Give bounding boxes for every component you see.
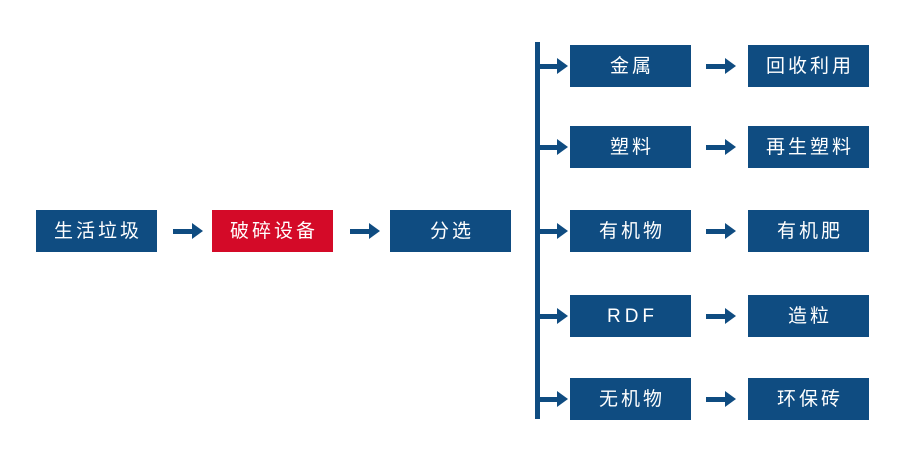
arrow-right-icon-branch-3-in xyxy=(538,304,568,328)
node-branch-2-product[interactable]: 有机肥 xyxy=(748,210,869,252)
node-branch-4-material[interactable]: 无机物 xyxy=(570,378,691,420)
node-branch-0-material[interactable]: 金属 xyxy=(570,45,691,87)
arrow-right-icon-branch-4-out xyxy=(706,387,736,411)
arrow-right-icon-branch-3-out xyxy=(706,304,736,328)
arrow-right-icon-branch-1-out xyxy=(706,135,736,159)
arrow-right-icon-branch-0-in xyxy=(538,54,568,78)
node-branch-3-product[interactable]: 造粒 xyxy=(748,295,869,337)
node-branch-2-material[interactable]: 有机物 xyxy=(570,210,691,252)
node-branch-1-product[interactable]: 再生塑料 xyxy=(748,126,869,168)
vertical-branch-connector xyxy=(535,42,540,419)
node-main-2[interactable]: 分选 xyxy=(390,210,511,252)
arrow-right-icon-main-1 xyxy=(350,219,380,243)
arrow-right-icon-branch-0-out xyxy=(706,54,736,78)
arrow-right-icon-branch-4-in xyxy=(538,387,568,411)
arrow-right-icon-branch-2-out xyxy=(706,219,736,243)
node-main-1[interactable]: 破碎设备 xyxy=(212,210,333,252)
arrow-right-icon-main-0 xyxy=(173,219,203,243)
arrow-right-icon-branch-2-in xyxy=(538,219,568,243)
node-main-0[interactable]: 生活垃圾 xyxy=(36,210,157,252)
node-branch-1-material[interactable]: 塑料 xyxy=(570,126,691,168)
node-branch-3-material[interactable]: RDF xyxy=(570,295,691,337)
arrow-right-icon-branch-1-in xyxy=(538,135,568,159)
node-branch-0-product[interactable]: 回收利用 xyxy=(748,45,869,87)
node-branch-4-product[interactable]: 环保砖 xyxy=(748,378,869,420)
